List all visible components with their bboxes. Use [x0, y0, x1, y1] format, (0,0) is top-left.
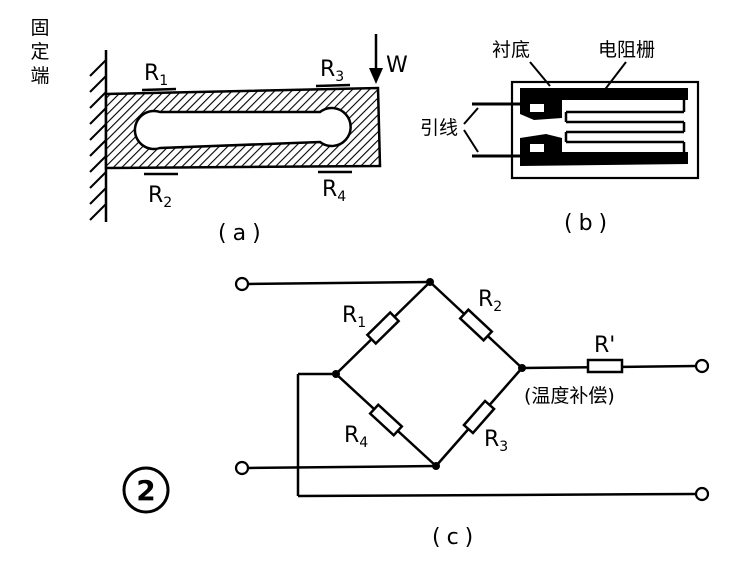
- bridge-node-left: [332, 370, 340, 378]
- figure-c: R1 R2 R3 R4 R' (温度补偿) (c): [234, 276, 710, 550]
- figure-a: 固 定 端 R1 R3: [30, 17, 408, 246]
- fixed-end-label-3: 端: [30, 65, 49, 87]
- caption-b: (b): [564, 211, 613, 236]
- bridge-node-right: [518, 364, 526, 372]
- bridge-node-top: [426, 278, 434, 286]
- fixed-end-label-1: 固: [30, 17, 49, 39]
- figure-number-badge: 2: [122, 466, 170, 514]
- resistor-r3: [462, 399, 496, 435]
- label-leads: 引线: [420, 117, 458, 139]
- caption-a: (a): [218, 221, 267, 246]
- label-grid: 电阻栅: [598, 39, 655, 61]
- lead-wires: [472, 102, 524, 158]
- gauge-label-r1: R1: [144, 61, 168, 89]
- gauge-label-r3: R3: [320, 57, 344, 85]
- terminal-output-bottom: [694, 486, 710, 502]
- compensation-note: (温度补偿): [524, 385, 615, 407]
- resistor-label-r3: R3: [484, 427, 508, 455]
- resistor-grid: [520, 88, 688, 166]
- gauge-label-r2: R2: [148, 183, 172, 211]
- figure-b: 衬底 电阻栅 引线 (b): [420, 39, 700, 236]
- resistor-compensation: [586, 358, 624, 374]
- load-arrow: [369, 34, 383, 84]
- resistor-label-compensation: R': [594, 333, 615, 358]
- resistor-r4: [368, 402, 404, 438]
- beam-cutout: [133, 106, 352, 151]
- label-substrate: 衬底: [492, 39, 530, 61]
- fixed-end-label-2: 定: [30, 41, 49, 63]
- resistor-r2: [458, 307, 494, 343]
- resistor-r1: [365, 310, 401, 346]
- resistor-label-r1: R1: [342, 303, 366, 331]
- bridge-node-bottom: [432, 462, 440, 470]
- terminal-output-top: [694, 358, 710, 374]
- terminal-input-top: [234, 276, 250, 292]
- caption-c: (c): [432, 525, 479, 550]
- gauge-bar-r3: [315, 83, 351, 88]
- load-label: W: [386, 53, 408, 78]
- resistor-label-r4: R4: [344, 423, 368, 451]
- fixed-wall: [89, 50, 108, 222]
- terminal-input-bottom: [234, 460, 250, 476]
- gauge-label-r4: R4: [322, 177, 346, 205]
- resistor-label-r2: R2: [478, 287, 502, 315]
- gauge-bar-r1: [141, 87, 177, 92]
- figure-number: 2: [136, 474, 155, 507]
